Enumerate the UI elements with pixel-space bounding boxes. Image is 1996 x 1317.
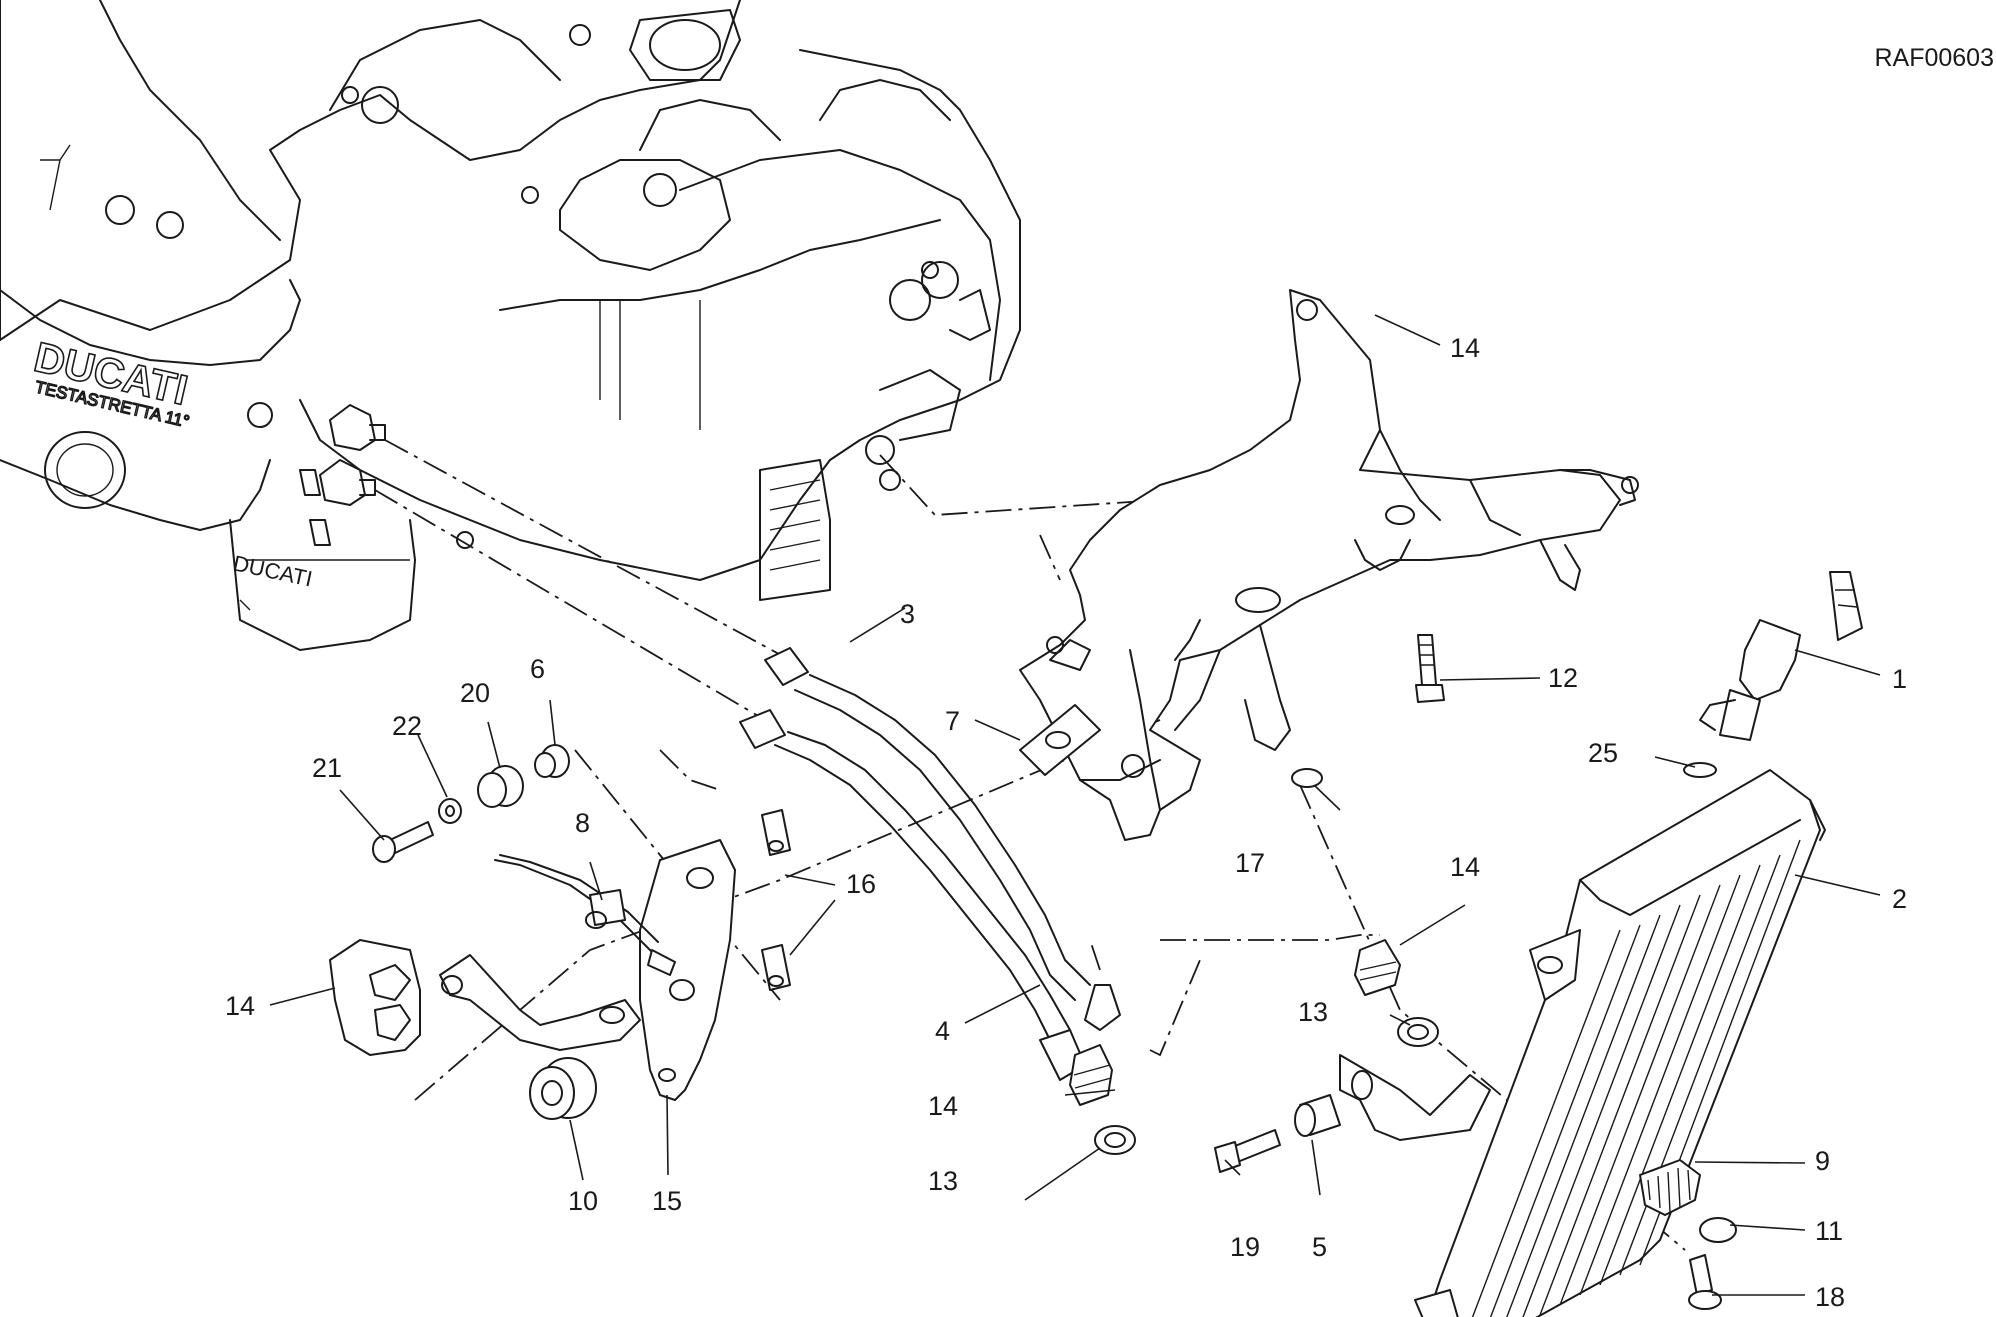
rubber-mount-bracket (439, 954, 641, 1051)
callout-14-lower: 14 (928, 1091, 958, 1121)
part-5-spacer (1294, 1094, 1341, 1137)
callout-3: 3 (900, 599, 915, 629)
part-18-clip-nut-upper (761, 809, 791, 856)
callout-19: 17 (1235, 848, 1265, 878)
part-17-plate (639, 839, 736, 1101)
callout-24: 22 (392, 711, 422, 741)
part-12-bolt (1415, 634, 1445, 703)
part-7-rubber-pad (1019, 704, 1101, 776)
callout-21: 19 (1230, 1232, 1260, 1262)
part-2-oil-cooler (1414, 769, 1826, 1317)
callout-7: 7 (945, 706, 960, 736)
part-16-bracket (1019, 289, 1639, 841)
part-6-spacer (534, 744, 570, 778)
callout-1: 1 (1892, 664, 1907, 694)
part-14-union-lower (1069, 1044, 1113, 1106)
part-24-washer (438, 798, 462, 824)
callout-13-upper: 13 (1298, 997, 1328, 1027)
callout-15: 14 (225, 991, 255, 1021)
part-9-grommet (1639, 1159, 1701, 1216)
engine-block: DUCATI TESTASTRETTA 11° DUCATI (0, 0, 1021, 651)
part-18-clip-nut-lower (761, 944, 791, 991)
callout-14-upper: 14 (1450, 852, 1480, 882)
part-20-screw (1688, 1254, 1722, 1310)
callout-4: 4 (935, 1016, 950, 1046)
part-14-union-upper (1354, 939, 1401, 996)
callout-9: 9 (1815, 1146, 1830, 1176)
callout-23: 21 (312, 753, 342, 783)
callout-10: 10 (568, 1186, 598, 1216)
oil-filter-lettering: DUCATI (231, 550, 315, 591)
part-13-washer-lower (1094, 1125, 1136, 1155)
callout-25: 25 (1588, 738, 1618, 768)
callout-22: 20 (460, 678, 490, 708)
drawing-reference: RAF00603 (1874, 44, 1994, 72)
part-23-bolt (372, 821, 434, 863)
callout-6: 6 (530, 654, 545, 684)
part-19-washer (1291, 768, 1323, 788)
part-13-washer-upper (1397, 1017, 1439, 1047)
callout-8: 8 (575, 808, 590, 838)
callout-18: 16 (846, 869, 876, 899)
callout-16: 14 (1450, 333, 1480, 363)
part-8-cable-tie (494, 854, 676, 976)
part-11-bush (1699, 1217, 1737, 1243)
callout-11: 11 (1815, 1216, 1843, 1246)
part-15-rubber-block (329, 939, 421, 1056)
callout-labels: 14 12 1 25 2 17 14 13 14 13 19 5 9 11 18… (225, 333, 1907, 1312)
part-10-grommet (529, 1057, 597, 1120)
part-22-grommet (477, 765, 524, 808)
callout-12: 12 (1548, 663, 1578, 693)
cooler-bracket (1339, 1054, 1491, 1141)
callout-13-lower: 13 (928, 1166, 958, 1196)
leader-lines (269, 314, 1881, 1296)
part-1-pressure-switch (1699, 571, 1863, 741)
part-21-bolt (1214, 1129, 1281, 1173)
callout-20: 18 (1815, 1282, 1845, 1312)
part-3-hose (764, 647, 1121, 1031)
callout-2: 2 (1892, 884, 1907, 914)
callout-5: 5 (1312, 1232, 1327, 1262)
callout-17: 15 (652, 1186, 682, 1216)
